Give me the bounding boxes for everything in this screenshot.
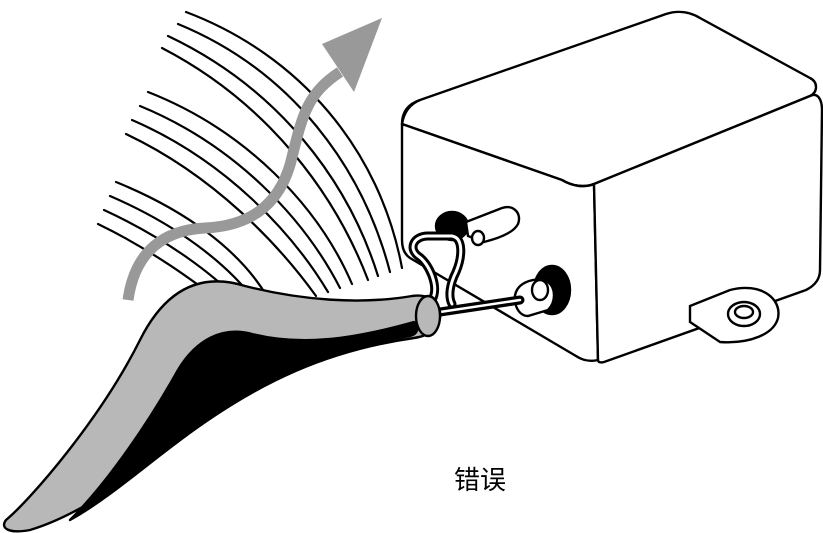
emission-arrow-icon [122, 18, 382, 301]
mounting-flange-icon [688, 286, 780, 344]
filter-box-icon [400, 10, 823, 364]
caption-label: 错误 [453, 466, 506, 496]
radiation-wave-icon [96, 10, 404, 312]
terminal-icon [513, 264, 572, 318]
shielded-cable-icon [2, 280, 442, 533]
wire-icon [408, 231, 525, 317]
